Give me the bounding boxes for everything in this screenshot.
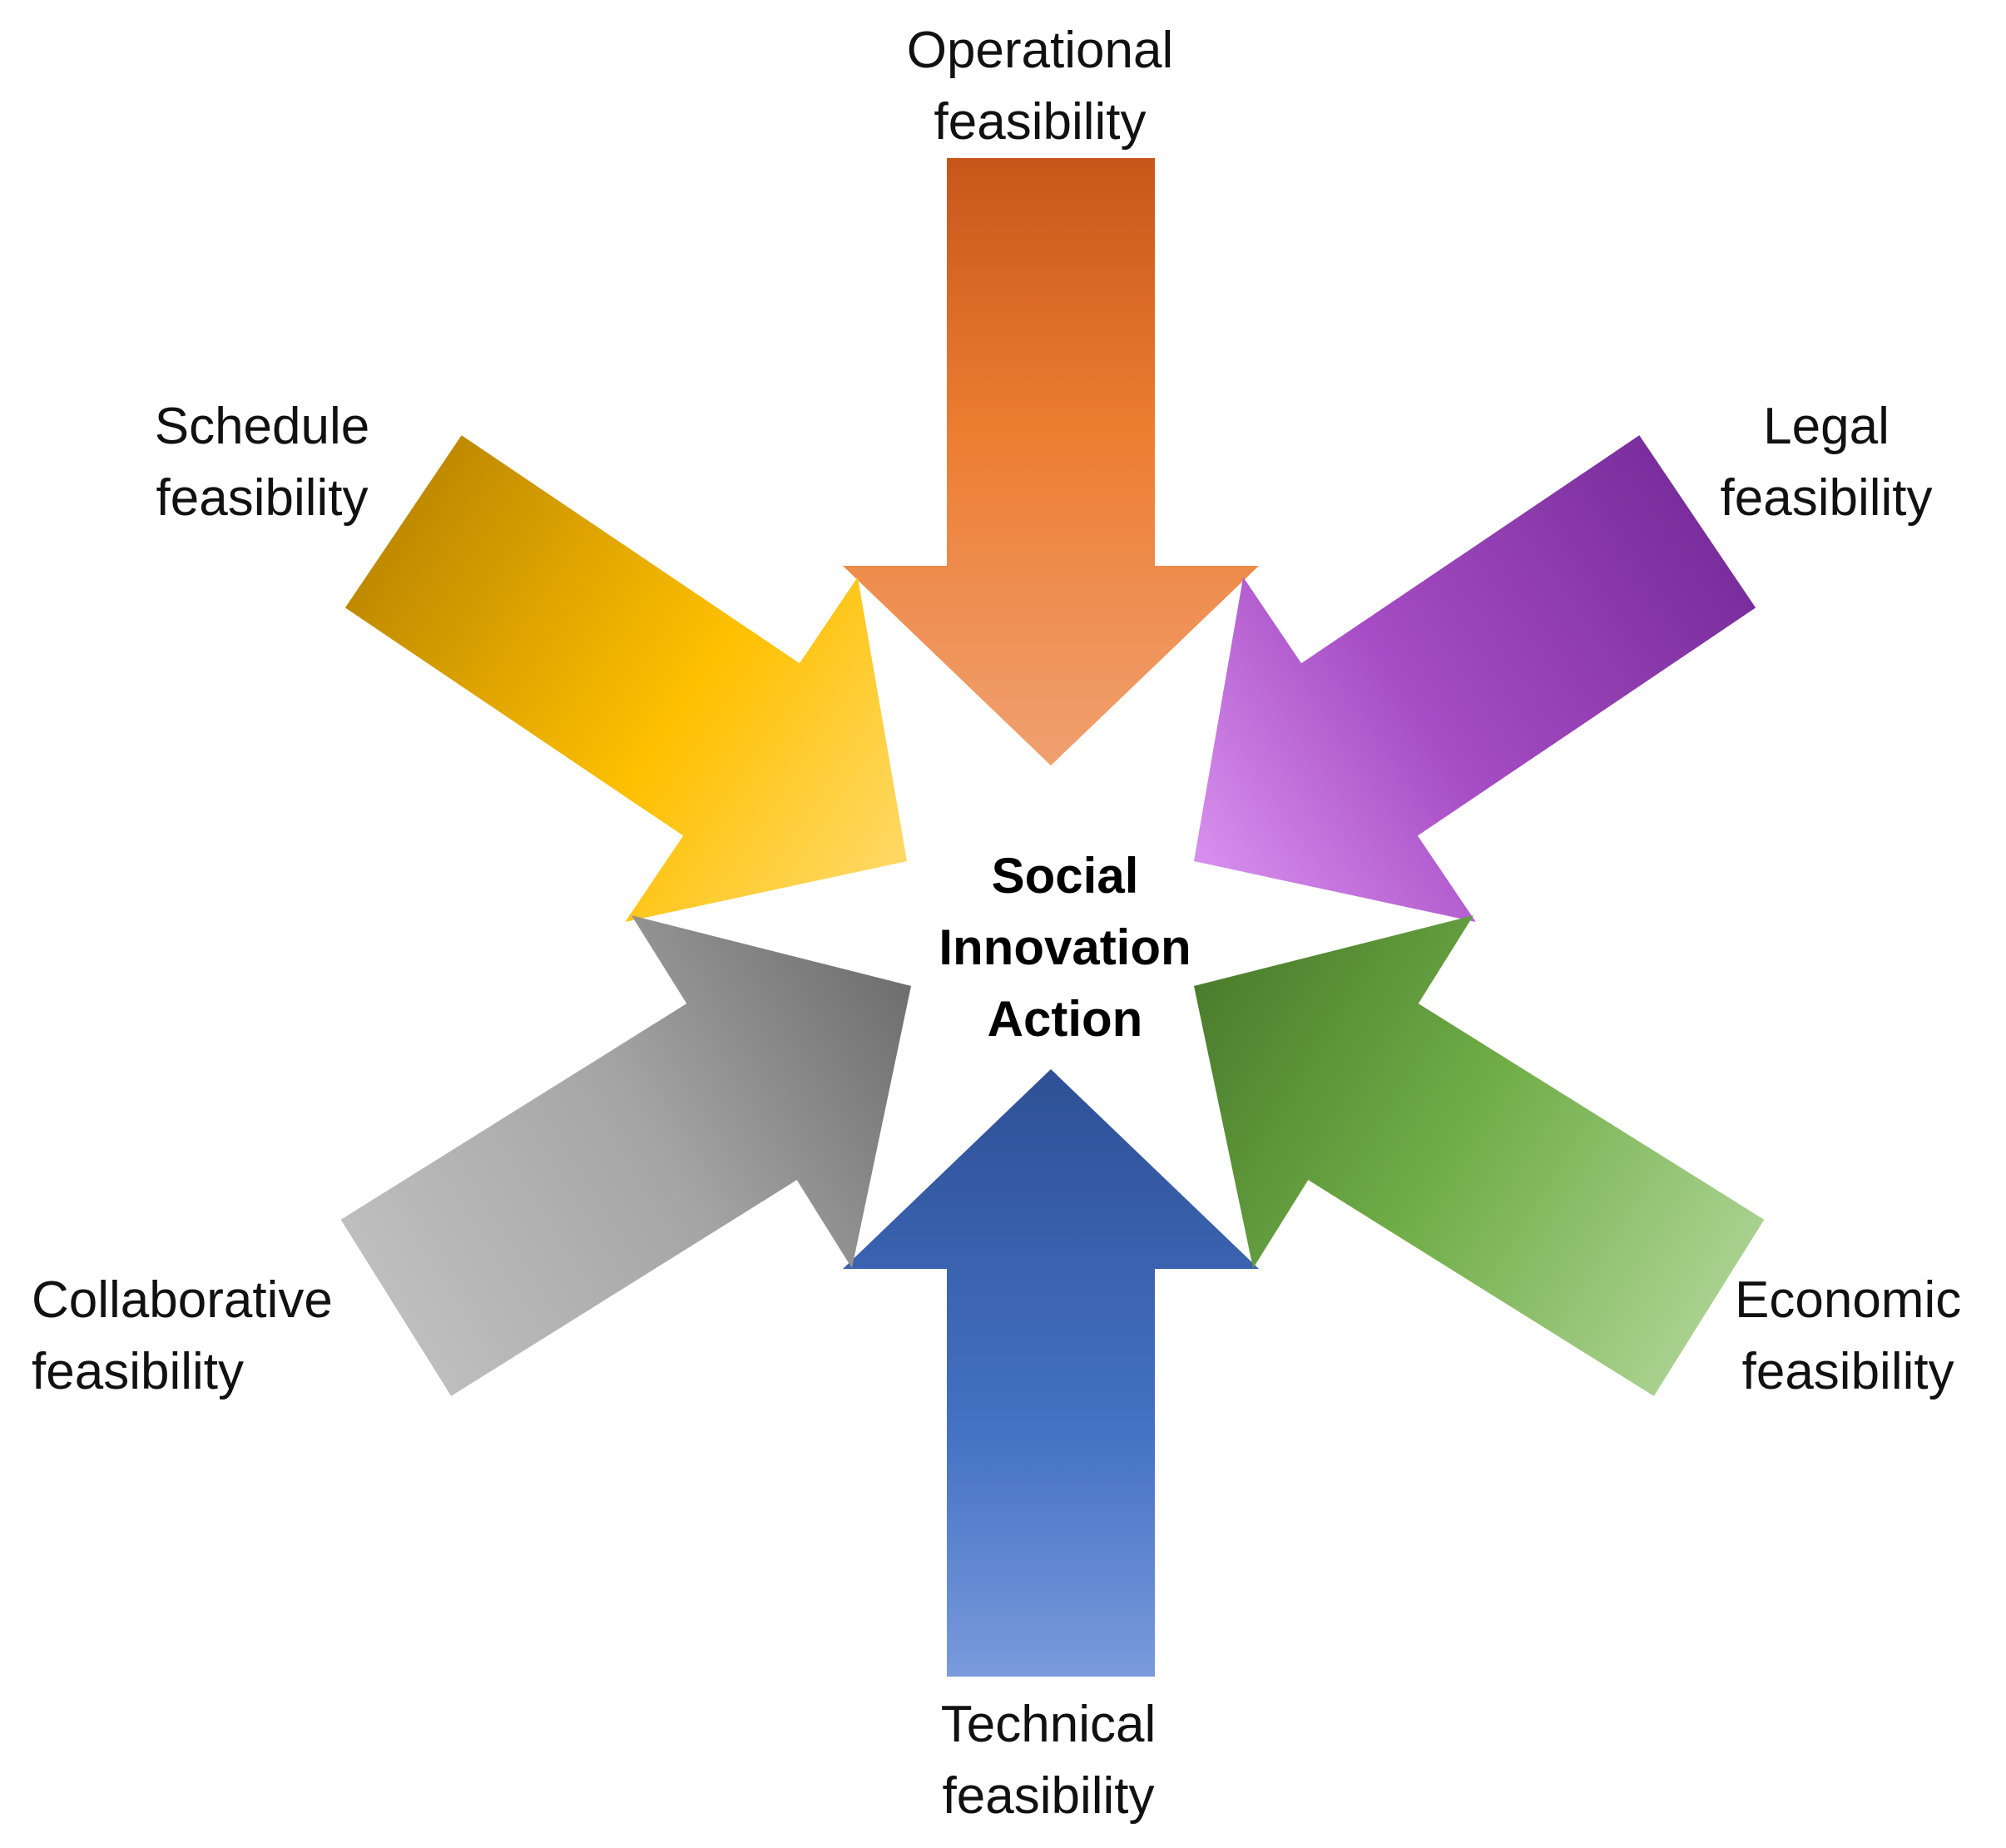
technical-arrow — [843, 1069, 1259, 1677]
center-title-line1: Social — [991, 848, 1139, 904]
legal-arrow — [1194, 435, 1756, 923]
economic-label-line2: feasibility — [1741, 1343, 1954, 1400]
center-title-line3: Action — [987, 991, 1143, 1047]
schedule-feasibility-label: Schedule feasibility — [125, 391, 399, 534]
collaborative-arrow — [340, 915, 911, 1396]
economic-arrow — [1194, 915, 1765, 1396]
economic-feasibility-label: Economic feasibility — [1735, 1265, 1961, 1408]
collaborative-feasibility-label: Collaborative feasibility — [32, 1265, 333, 1408]
technical-label-line1: Technical — [940, 1696, 1157, 1753]
technical-feasibility-label: Technical feasibility — [911, 1689, 1186, 1832]
legal-feasibility-label: Legal feasibility — [1689, 391, 1964, 534]
schedule-label-line2: feasibility — [156, 469, 369, 527]
center-title-line2: Innovation — [939, 919, 1191, 975]
schedule-label-line1: Schedule — [154, 398, 370, 455]
legal-label-line2: feasibility — [1720, 469, 1933, 527]
center-title: Social Innovation Action — [857, 840, 1273, 1055]
operational-feasibility-label: Operational feasibility — [903, 15, 1177, 158]
collaborative-label-line2: feasibility — [32, 1343, 244, 1400]
technical-label-line2: feasibility — [942, 1767, 1155, 1825]
schedule-arrow — [344, 435, 907, 923]
operational-arrow — [843, 158, 1259, 765]
collaborative-label-line1: Collaborative — [32, 1271, 333, 1329]
legal-label-line1: Legal — [1763, 398, 1890, 455]
operational-label-line1: Operational — [906, 22, 1174, 79]
operational-label-line2: feasibility — [934, 93, 1147, 151]
economic-label-line1: Economic — [1735, 1271, 1962, 1329]
